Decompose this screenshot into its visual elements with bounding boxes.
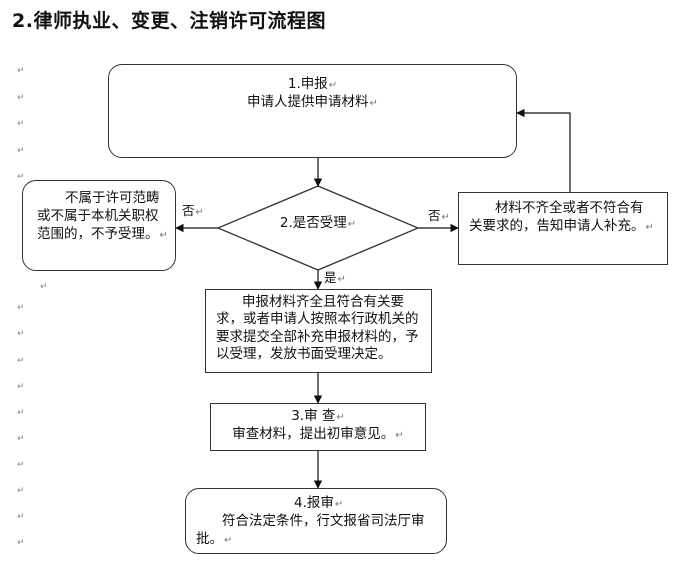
edge-label-no-left: 否 bbox=[182, 203, 195, 218]
paragraph-mark: ↵ bbox=[17, 382, 25, 392]
paragraph-mark: ↵ bbox=[17, 356, 25, 366]
paragraph-mark: ↵ bbox=[17, 66, 25, 76]
paragraph-mark: ↵ bbox=[17, 538, 25, 548]
paragraph-mark: ↵ bbox=[17, 434, 25, 444]
paragraph-mark: ↵ bbox=[17, 329, 25, 339]
review-title: 3.审 查 bbox=[291, 408, 336, 424]
reject-line-3: 范围的，不予受理。 bbox=[37, 226, 159, 243]
review-node: 3.审 查↵ 审查材料，提出初审意见。↵ bbox=[210, 403, 426, 451]
decision-label-wrap: 2.是否受理↵ bbox=[279, 215, 357, 231]
apply-description: 申请人提供申请材料 bbox=[247, 94, 369, 111]
accept-line-3: 要求提交全部补充申报材料的，予 bbox=[216, 328, 419, 345]
accept-line-4: 以受理，发放书面受理决定。 bbox=[216, 345, 392, 362]
paragraph-mark: ↵ bbox=[17, 303, 25, 313]
paragraph-mark: ↵ bbox=[17, 146, 25, 156]
edge-label-no-right: 否 bbox=[428, 208, 441, 223]
report-line-3: 批。 bbox=[196, 531, 223, 548]
paragraph-mark: ↵ bbox=[17, 172, 25, 182]
reject-line-2: 或不属于本机关职权 bbox=[37, 208, 159, 225]
paragraph-mark: ↵ bbox=[17, 119, 25, 129]
paragraph-mark: ↵ bbox=[17, 460, 25, 470]
paragraph-mark: ↵ bbox=[17, 486, 25, 496]
reject-line-1: 不属于许可范畴 bbox=[65, 190, 160, 206]
arrow-supplement-to-apply bbox=[516, 108, 571, 192]
supplement-line-2: 关要求的，告知申请人补充。 bbox=[469, 218, 645, 235]
accept-node: 申报材料齐全且符合有关要 求，或者申请人按照本行政机关的 要求提交全部补充申报材… bbox=[205, 289, 432, 373]
report-node: 4.报审↵ 符合法定条件，行文报省司法厅审 批。↵ bbox=[185, 488, 447, 554]
decision-label: 2.是否受理 bbox=[279, 215, 347, 231]
apply-node: 1.申报↵ 申请人提供申请材料↵ bbox=[108, 64, 517, 158]
edge-label-yes: 是 bbox=[324, 270, 337, 285]
accept-line-2: 求，或者申请人按照本行政机关的 bbox=[216, 311, 419, 328]
review-description: 审查材料，提出初审意见。 bbox=[232, 426, 395, 443]
paragraph-mark: ↵ bbox=[40, 282, 48, 292]
page-title: 2.律师执业、变更、注销许可流程图 bbox=[12, 10, 326, 32]
paragraph-mark: ↵ bbox=[17, 93, 25, 103]
paragraph-mark: ↵ bbox=[17, 408, 25, 418]
accept-line-1: 申报材料齐全且符合有关要 bbox=[242, 294, 404, 310]
report-title: 4.报审 bbox=[294, 495, 334, 511]
report-line-2: 符合法定条件，行文报省司法厅审 bbox=[222, 513, 425, 530]
apply-title: 1.申报 bbox=[287, 76, 328, 92]
reject-node: 不属于许可范畴 或不属于本机关职权 范围的，不予受理。↵ bbox=[22, 180, 176, 271]
supplement-line-1: 材料不齐全或者不符合有 bbox=[495, 200, 644, 216]
supplement-node: 材料不齐全或者不符合有 关要求的，告知申请人补充。↵ bbox=[458, 192, 668, 265]
paragraph-mark: ↵ bbox=[17, 512, 25, 522]
